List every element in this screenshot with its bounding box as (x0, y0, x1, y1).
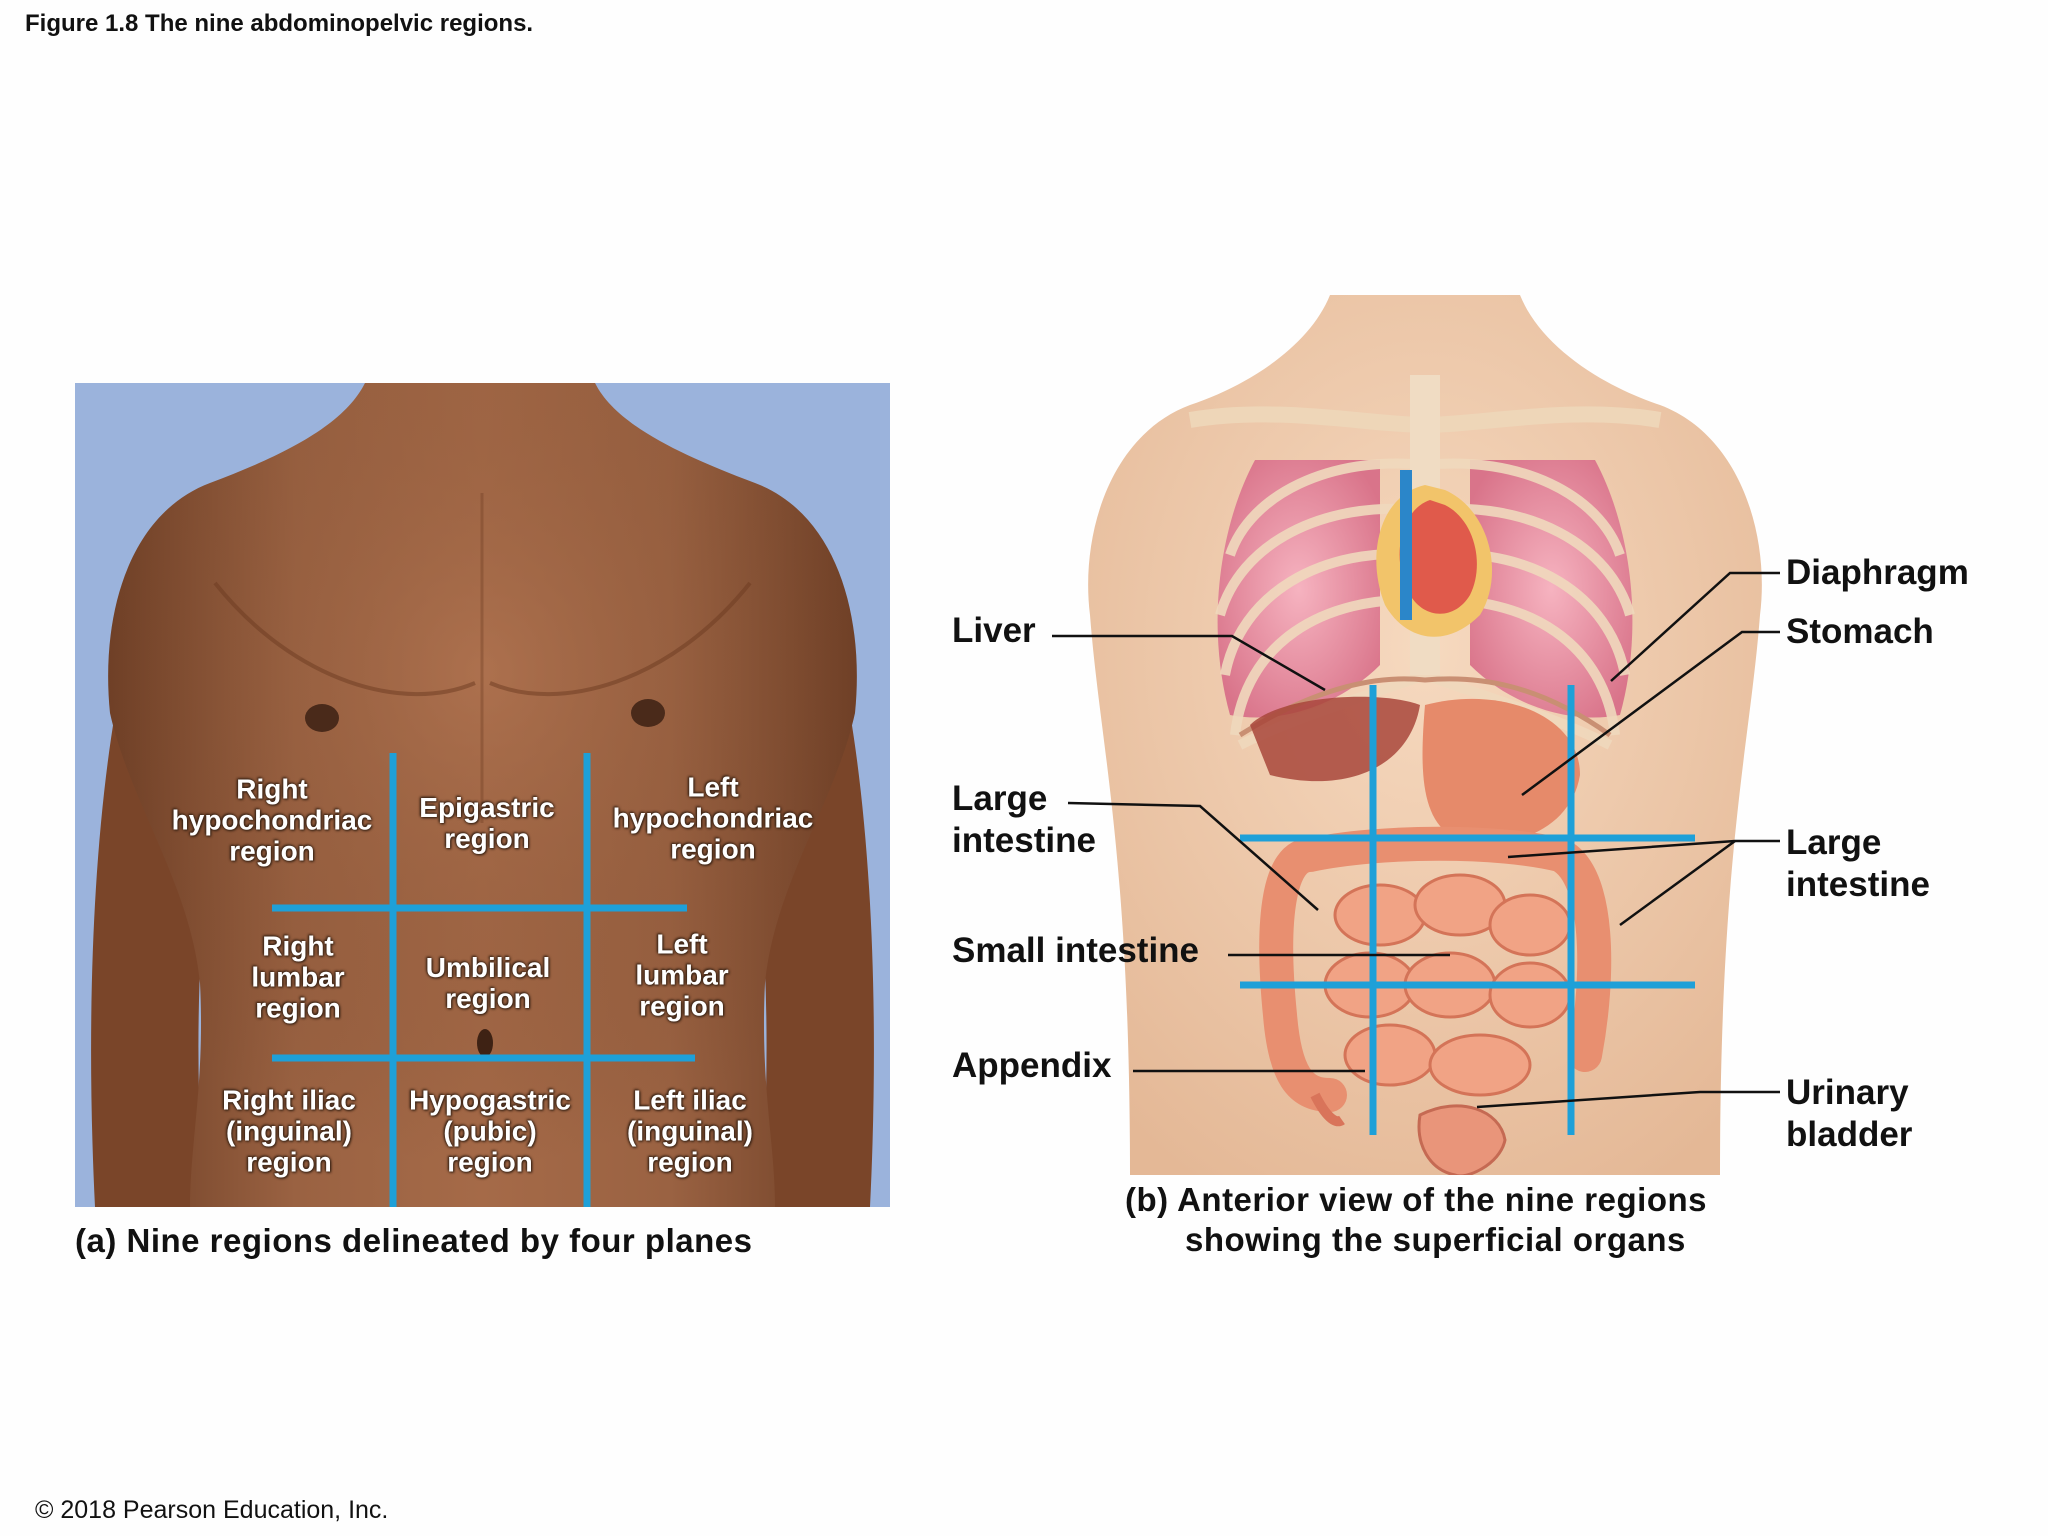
anatomy-illustration (1088, 295, 1762, 1175)
panel-b-anatomy-illustration (1080, 295, 1770, 1175)
label-liver: Liver (952, 611, 1036, 650)
figure-title: Figure 1.8 The nine abdominopelvic regio… (25, 10, 534, 37)
caption-b: (b) Anterior view of the nine regions sh… (1125, 1180, 1707, 1260)
liver-shape (1250, 696, 1420, 782)
right-lung (1217, 460, 1380, 718)
urinary-bladder-shape (1417, 1104, 1507, 1175)
caption-b-line1: (b) Anterior view of the nine regions (1125, 1181, 1707, 1218)
region-left-iliac: Left iliac(inguinal)region (627, 1084, 753, 1178)
caption-a: (a) Nine regions delineated by four plan… (75, 1222, 753, 1259)
region-plane-lines (272, 753, 695, 1207)
navel (477, 1029, 493, 1057)
nipple-left (631, 699, 665, 727)
left-lung (1470, 460, 1633, 718)
heart (1399, 500, 1477, 614)
torso-photo (75, 383, 890, 1207)
vena-cava (1400, 470, 1412, 620)
region-right-iliac: Right iliac(inguinal)region (222, 1084, 356, 1178)
region-hypogastric: Hypogastric(pubic)region (409, 1084, 571, 1178)
label-small-intestine: Small intestine (952, 931, 1200, 970)
caption-b-line2: showing the superficial organs (1185, 1221, 1686, 1258)
appendix-shape (1310, 1092, 1345, 1127)
label-diaphragm: Diaphragm (1786, 553, 1969, 592)
copyright: © 2018 Pearson Education, Inc. (35, 1496, 389, 1524)
label-stomach: Stomach (1786, 612, 1934, 651)
label-appendix: Appendix (952, 1046, 1112, 1085)
nipple-right (305, 704, 339, 732)
